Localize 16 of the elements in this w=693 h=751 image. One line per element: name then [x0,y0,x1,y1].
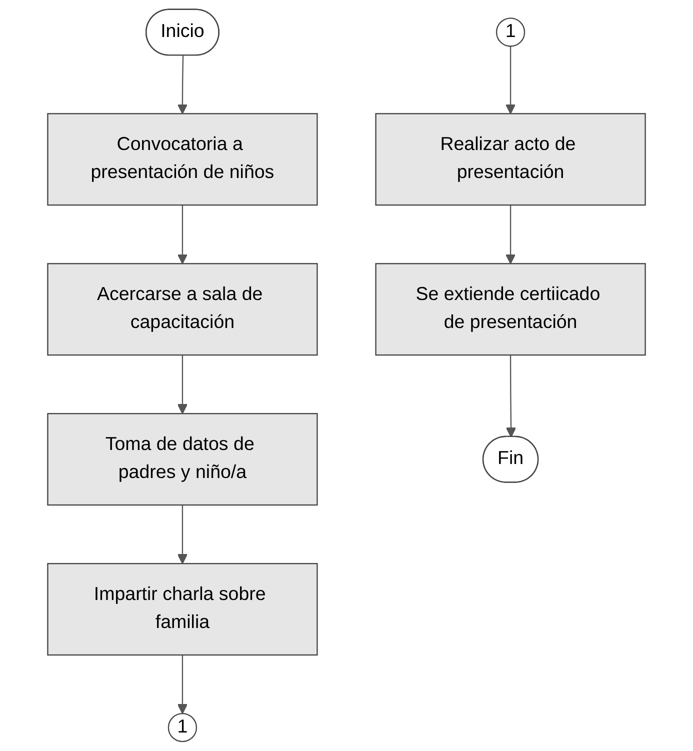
arrow [505,46,516,114]
node-box: Realizar acto de presentación [375,113,646,206]
node-box: Toma de datos de padres y niño/a [47,413,318,506]
node-box: Impartir charla sobre familia [47,563,318,656]
arrow [177,205,188,264]
node-box: Se extiende certiicado de presentación [375,263,646,356]
arrow [177,56,188,114]
node-box: Convocatoria a presentación de niños [47,113,318,206]
node-box: Acercarse a sala de capacitación [47,263,318,356]
arrow [506,355,516,438]
arrow [177,355,188,414]
arrow [505,205,516,264]
arrow [177,654,188,714]
arrow [177,505,188,564]
node-circle: 1 [168,712,198,742]
node-circle: 1 [496,18,526,47]
